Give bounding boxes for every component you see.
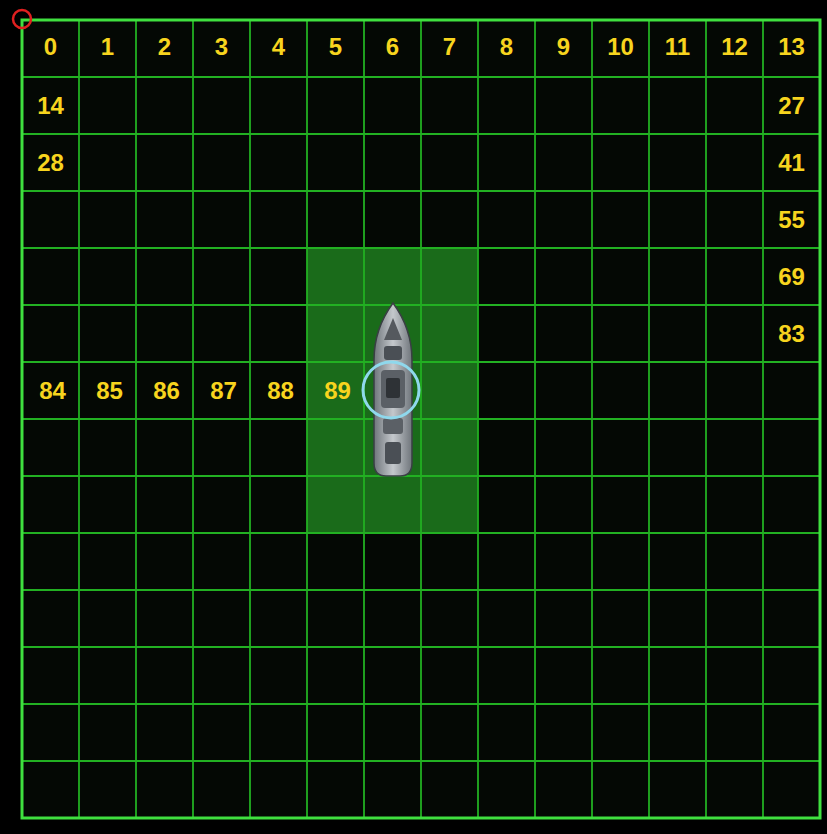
ship-stack bbox=[383, 418, 403, 434]
highlight-region bbox=[307, 248, 478, 533]
cell-number: 85 bbox=[96, 379, 123, 403]
cell-number: 7 bbox=[443, 35, 456, 59]
target-circle bbox=[363, 362, 419, 418]
cell-number: 4 bbox=[272, 35, 285, 59]
cell-number: 9 bbox=[557, 35, 570, 59]
ship-bridge bbox=[381, 370, 405, 408]
cell-number: 27 bbox=[778, 94, 805, 118]
grid-line bbox=[22, 703, 820, 705]
cell-number: 83 bbox=[778, 322, 805, 346]
cell-number: 88 bbox=[267, 379, 294, 403]
ship-bow-deck bbox=[384, 318, 402, 340]
cell-number: 10 bbox=[607, 35, 634, 59]
cell-number: 55 bbox=[778, 208, 805, 232]
grid-line bbox=[22, 589, 820, 591]
cell-number: 69 bbox=[778, 265, 805, 289]
cell-number: 14 bbox=[37, 94, 64, 118]
ship-turret bbox=[384, 346, 402, 360]
cell-number: 2 bbox=[158, 35, 171, 59]
ship-mast bbox=[386, 378, 400, 398]
cell-number: 3 bbox=[215, 35, 228, 59]
cell-number: 89 bbox=[324, 379, 351, 403]
grid-line bbox=[22, 532, 820, 534]
cell-number: 5 bbox=[329, 35, 342, 59]
cell-number: 6 bbox=[386, 35, 399, 59]
cell-number: 84 bbox=[39, 379, 66, 403]
grid-line bbox=[705, 20, 707, 818]
cell-number: 87 bbox=[210, 379, 237, 403]
grid-line bbox=[762, 20, 764, 818]
ship-deck bbox=[385, 442, 401, 464]
grid-line bbox=[22, 760, 820, 762]
grid-line bbox=[477, 20, 479, 818]
cell-number: 13 bbox=[778, 35, 805, 59]
cell-number: 41 bbox=[778, 151, 805, 175]
grid-line bbox=[591, 20, 593, 818]
cell-number: 1 bbox=[101, 35, 114, 59]
cell-number: 12 bbox=[721, 35, 748, 59]
cell-number: 28 bbox=[37, 151, 64, 175]
cell-number: 11 bbox=[665, 35, 690, 59]
cell-number: 0 bbox=[44, 35, 57, 59]
grid-line bbox=[22, 475, 820, 477]
grid-line bbox=[22, 646, 820, 648]
cell-number: 86 bbox=[153, 379, 180, 403]
grid-line bbox=[534, 20, 536, 818]
ship-hull bbox=[374, 303, 412, 476]
grid-line bbox=[648, 20, 650, 818]
grid-lines bbox=[22, 20, 820, 818]
ship bbox=[374, 303, 412, 476]
grid-line bbox=[22, 418, 820, 420]
cell-number: 8 bbox=[500, 35, 513, 59]
origin-marker bbox=[13, 10, 31, 28]
grid-border bbox=[22, 20, 820, 818]
grid-ground bbox=[22, 20, 820, 818]
